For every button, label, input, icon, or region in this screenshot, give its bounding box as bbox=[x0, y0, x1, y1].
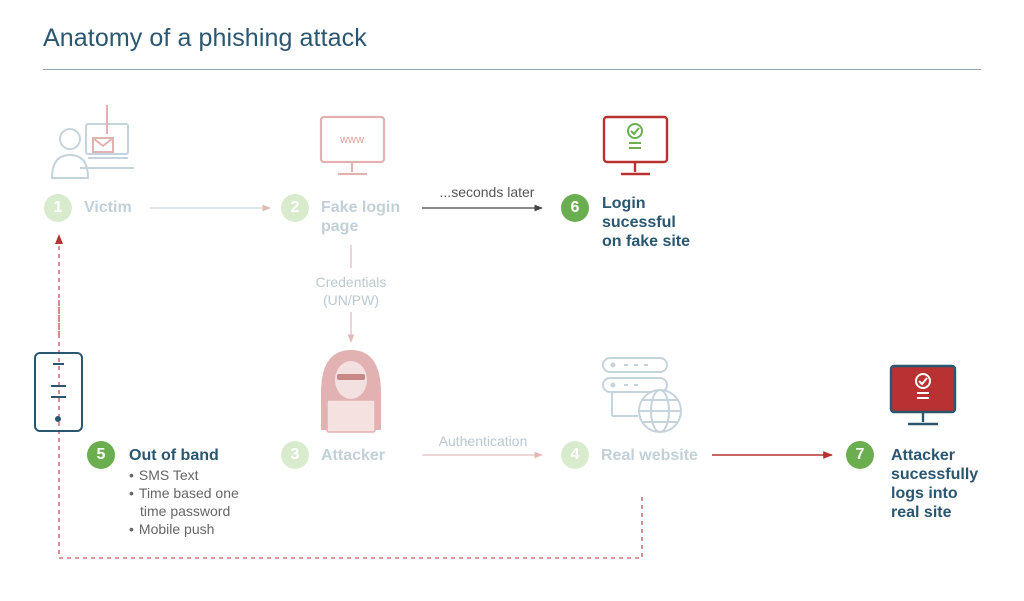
email-hook-icon bbox=[92, 105, 114, 153]
title-divider bbox=[43, 69, 981, 70]
monitor-check-filled-icon bbox=[889, 364, 957, 426]
step-7-label: Attacker sucessfully logs into real site bbox=[891, 446, 978, 522]
fake-website-monitor-icon bbox=[319, 115, 386, 176]
page-title: Anatomy of a phishing attack bbox=[43, 24, 367, 52]
step-3-label: Attacker bbox=[321, 447, 386, 464]
list-item-continuation: time password bbox=[140, 503, 231, 519]
step-5-label: Out of band bbox=[129, 447, 219, 464]
step-6-label-line: sucessful bbox=[602, 214, 676, 231]
step-4-label: Real website bbox=[601, 447, 698, 464]
dashed-loop-to-victim bbox=[58, 240, 643, 559]
seconds-later-label: ...seconds later bbox=[439, 184, 535, 200]
step-6-label-line: on fake site bbox=[602, 233, 691, 250]
credentials-label-line: (UN/PW) bbox=[323, 292, 379, 308]
step-7-label-line: Attacker bbox=[891, 447, 956, 464]
list-item: Time based one bbox=[129, 484, 239, 502]
step-4-badge: 4 bbox=[561, 441, 589, 469]
step-6-label: Login sucessful on fake site bbox=[602, 194, 690, 251]
list-item: SMS Text bbox=[129, 466, 239, 484]
step-1-label: Victim bbox=[84, 199, 132, 216]
list-item: Mobile push bbox=[129, 520, 239, 538]
step-3-badge: 3 bbox=[281, 441, 309, 469]
out-of-band-methods-list: SMS Text Time based one time password Mo… bbox=[129, 466, 239, 538]
credentials-label-line: Credentials bbox=[315, 274, 387, 290]
step-7-badge: 7 bbox=[846, 441, 874, 469]
credentials-label: Credentials (UN/PW) bbox=[301, 273, 401, 309]
step-7-label-line: sucessfully bbox=[891, 466, 979, 483]
step-2-badge: 2 bbox=[281, 194, 309, 222]
fake-website-www-text: www bbox=[339, 134, 364, 146]
step-5-badge: 5 bbox=[87, 441, 115, 469]
mobile-phone-icon bbox=[34, 352, 83, 432]
step-7-label-line: logs into bbox=[891, 485, 958, 502]
step-6-badge: 6 bbox=[561, 194, 589, 222]
server-globe-icon bbox=[602, 357, 682, 433]
step-2-label: Fake login page bbox=[321, 199, 401, 235]
step-6-label-line: Login bbox=[602, 195, 646, 212]
check-icon bbox=[627, 123, 643, 149]
step-7-label-line: real site bbox=[891, 504, 952, 521]
monitor-check-icon bbox=[602, 115, 669, 176]
victim-laptop-icon bbox=[50, 123, 134, 179]
hooded-hacker-icon bbox=[321, 350, 381, 433]
step-1-badge: 1 bbox=[44, 194, 72, 222]
authentication-label: Authentication bbox=[438, 433, 528, 449]
dashed-loop-arrowhead bbox=[55, 234, 63, 244]
